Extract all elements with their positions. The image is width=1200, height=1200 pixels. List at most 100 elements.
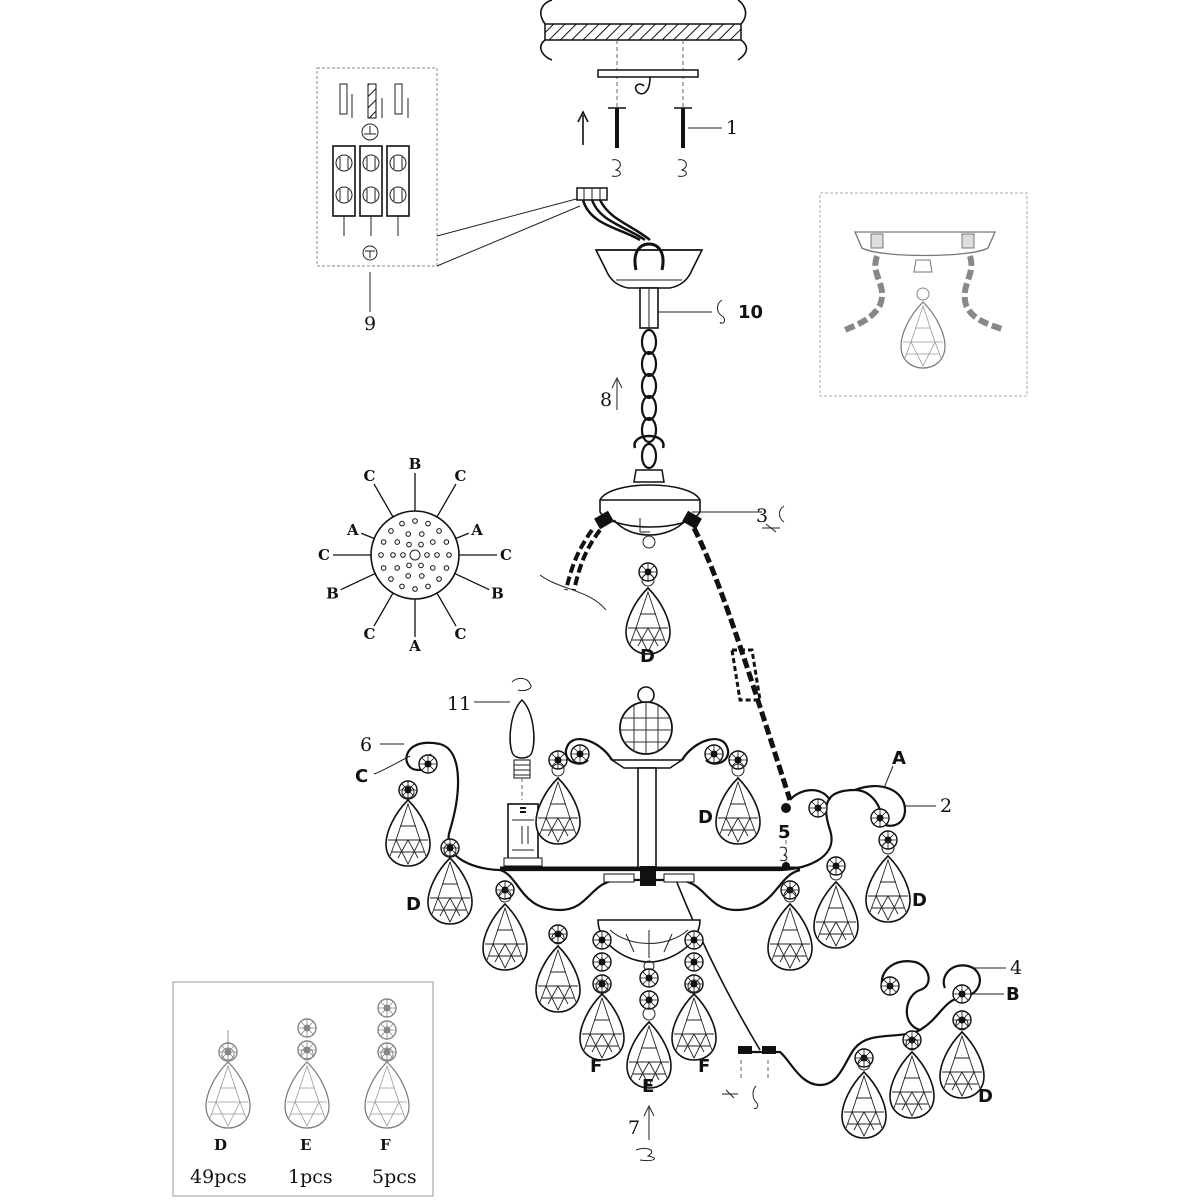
letter-a-arm: A <box>892 748 906 769</box>
legend-count-f: 5pcs <box>372 1166 417 1188</box>
callout-3: 3 <box>756 505 768 527</box>
main-frame <box>405 741 907 1051</box>
letter-b-arm: B <box>1006 984 1020 1005</box>
hole-dot <box>405 531 412 537</box>
detached-arm <box>722 960 1006 1139</box>
chain-hook-detail <box>819 192 1028 397</box>
letter-d-right: D <box>912 890 927 911</box>
hole-spoke <box>436 592 457 627</box>
callout-9: 9 <box>364 313 376 335</box>
hole-label: C <box>500 546 512 564</box>
letter-f-left: F <box>590 1056 602 1077</box>
callout-5: 5 <box>778 822 791 843</box>
legend-letter-e: E <box>300 1136 311 1154</box>
hole-label: A <box>470 521 483 539</box>
hole-spoke <box>455 532 470 540</box>
hole-dot <box>406 541 412 548</box>
callout-7: 7 <box>628 1117 640 1139</box>
hole-label: C <box>364 467 376 485</box>
hole-dot <box>400 552 406 558</box>
letter-d-center: D <box>698 807 713 828</box>
hole-spoke <box>454 573 490 591</box>
hole-dot <box>418 541 424 548</box>
terminal-block <box>332 145 410 236</box>
hole-spoke <box>373 592 394 627</box>
arm-screw <box>779 803 791 870</box>
hole-dot <box>406 562 412 569</box>
hole-dot <box>378 552 384 558</box>
letter-d-left: D <box>406 894 421 915</box>
crystal-legend: D E F 49pcs 1pcs 5pcs <box>172 981 434 1197</box>
callout-2: 2 <box>940 795 952 817</box>
callout-6: 6 <box>360 734 372 756</box>
hole-dot <box>443 539 450 545</box>
legend-letter-d: D <box>214 1136 227 1154</box>
ceiling <box>540 0 748 61</box>
letter-f-right: F <box>698 1056 710 1077</box>
canopy-drop <box>625 562 671 655</box>
wiring-terminal-box <box>316 67 438 267</box>
legend-letter-f: F <box>380 1136 391 1154</box>
hole-dot <box>412 518 418 524</box>
hole-dot <box>424 552 430 558</box>
hole-label: C <box>364 625 376 643</box>
letter-d-lower: D <box>978 1086 993 1107</box>
legend-count-d: 49pcs <box>190 1166 247 1188</box>
hole-dot <box>412 586 418 592</box>
hole-dot <box>380 539 387 545</box>
letter-e-center: E <box>642 1076 654 1097</box>
hole-dot <box>405 573 412 579</box>
body-chain-left <box>539 510 614 611</box>
ground-icon <box>361 123 379 141</box>
callout-11: 11 <box>447 693 471 715</box>
hole-spoke <box>373 483 394 518</box>
legend-count-e: 1pcs <box>288 1166 333 1188</box>
hole-dot <box>446 552 452 558</box>
hole-spoke <box>436 483 457 518</box>
hole-dot <box>418 573 425 579</box>
center-body <box>599 469 785 549</box>
hole-dot <box>399 520 405 527</box>
hole-dot <box>436 576 442 582</box>
bulb <box>474 677 535 800</box>
callout-8: 8 <box>600 389 612 411</box>
body-chain-right <box>682 510 793 801</box>
mounting-bracket <box>597 40 699 120</box>
hole-spoke <box>340 573 376 591</box>
hole-dot <box>399 583 405 590</box>
hole-dot <box>434 552 440 558</box>
hole-dot <box>429 565 436 571</box>
letter-c-arm: C <box>355 766 368 787</box>
canopy <box>576 187 726 329</box>
hole-label: A <box>346 521 359 539</box>
callout-4: 4 <box>1010 957 1022 979</box>
hole-dot <box>380 565 387 571</box>
legend-drop-d <box>205 1030 251 1129</box>
hole-label: C <box>455 467 467 485</box>
hole-dot <box>418 562 424 569</box>
hole-dot <box>388 576 394 582</box>
hole-dot <box>436 528 442 534</box>
hole-dot <box>388 528 394 534</box>
hole-dot <box>394 565 401 571</box>
hole-label: C <box>318 546 330 564</box>
chain <box>611 328 665 470</box>
hole-label: B <box>491 584 504 602</box>
center-column <box>564 686 730 886</box>
hole-dot <box>394 539 401 545</box>
hole-dot <box>425 520 431 527</box>
hole-spoke <box>360 532 375 540</box>
hole-dot <box>425 583 431 590</box>
wire-ends <box>339 83 409 119</box>
hole-dot <box>443 565 450 571</box>
hole-dot <box>429 539 436 545</box>
callout-10: 10 <box>738 302 763 323</box>
hole-label: B <box>326 584 339 602</box>
hole-dot <box>418 531 425 537</box>
bottom-screw-arrow <box>635 1104 655 1161</box>
hole-label: B <box>409 455 422 473</box>
hole-label: A <box>408 637 421 655</box>
